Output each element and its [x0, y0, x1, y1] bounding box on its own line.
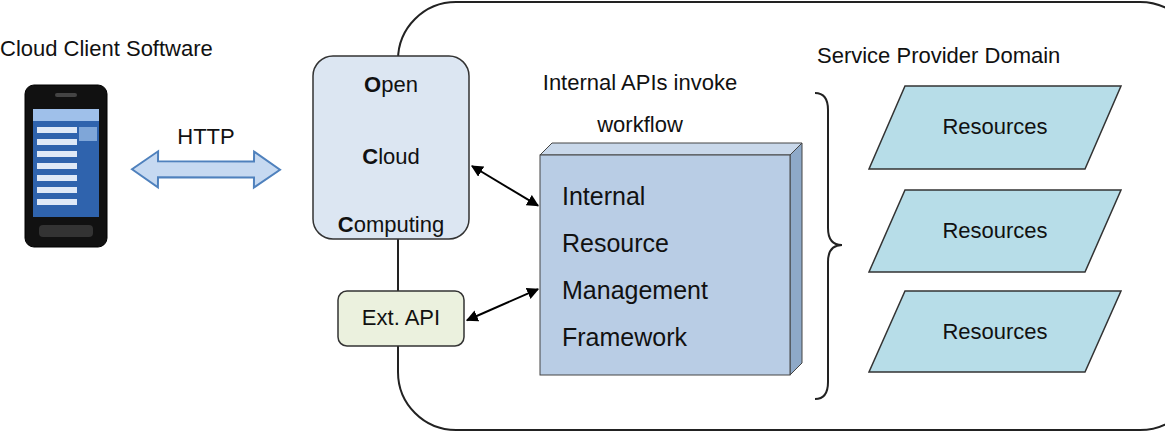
cube-side	[790, 143, 802, 375]
block-arrow	[132, 151, 280, 187]
cube-front	[540, 155, 790, 375]
parallelogram	[869, 190, 1121, 272]
screen-row	[37, 151, 77, 157]
screen-row	[37, 199, 77, 205]
parallelogram	[869, 291, 1121, 372]
rounded-box	[313, 56, 469, 239]
screen-row	[37, 163, 77, 169]
client-device: Cloud Client Software	[25, 85, 107, 247]
node-text: Cloud Client Software	[0, 35, 213, 63]
connector-arrow	[472, 166, 538, 206]
parallelogram	[869, 86, 1121, 169]
node-text: Resources	[868, 113, 1122, 141]
framework-block: Internal Resource Management Framework	[540, 143, 802, 375]
screen-icon	[79, 127, 97, 141]
node-text: Resources	[868, 217, 1122, 245]
screen-bar	[33, 109, 99, 121]
provider-boundary	[398, 2, 1165, 430]
edge-label: HTTP	[177, 123, 234, 151]
node-text: Ext. API	[337, 304, 465, 332]
phone-body	[25, 85, 107, 247]
node-text: Open	[312, 71, 470, 99]
phone-speaker	[55, 93, 77, 97]
node-text: Computing	[312, 211, 470, 239]
connector-arrow	[467, 289, 538, 320]
external-api-box: Ext. API	[337, 290, 465, 347]
node-text: Resources	[868, 318, 1122, 346]
cube-top	[540, 143, 802, 155]
resource-shape: Resources	[868, 290, 1122, 373]
screen-row	[37, 127, 77, 133]
domain-label: Service Provider Domain	[817, 42, 1060, 70]
node-text: Internal Resource Management Framework	[562, 173, 747, 361]
cloud-api-box: OpenCloudComputing	[312, 55, 470, 240]
curly-brace	[815, 93, 842, 399]
annotation-text: Internal APIs invoke workflow	[515, 62, 765, 146]
phone-buttons	[39, 225, 93, 237]
rounded-box	[338, 291, 464, 346]
node-text: Cloud	[312, 143, 470, 171]
phone-screen	[33, 109, 99, 217]
screen-row	[37, 139, 77, 145]
resource-shape: Resources	[868, 189, 1122, 273]
shape-outline	[25, 85, 107, 247]
resource-shape: Resources	[868, 85, 1122, 170]
screen-row	[37, 175, 77, 181]
screen-row	[37, 187, 77, 193]
